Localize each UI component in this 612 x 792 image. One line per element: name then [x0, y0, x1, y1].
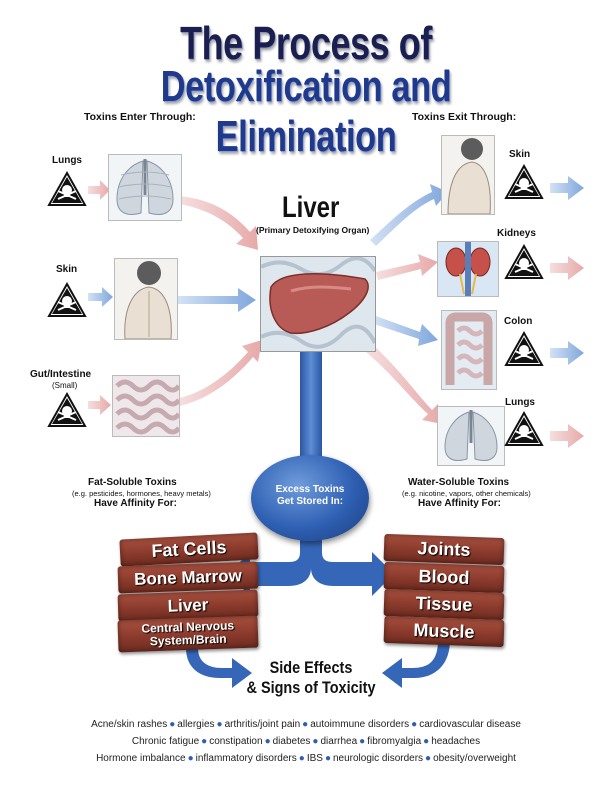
arrow-kidneys-out: [550, 256, 584, 280]
side-effects-heading: Side Effects & Signs of Toxicity: [239, 658, 384, 698]
bullet-dot-icon: ●: [264, 736, 271, 747]
bullet-dot-icon: ●: [324, 753, 331, 764]
bullet-dot-icon: ●: [201, 736, 208, 747]
colon-photo: [441, 310, 497, 390]
bullet-dot-icon: ●: [298, 753, 305, 764]
enter-skin-label: Skin: [56, 264, 78, 275]
water-soluble-affinity: Have Affinity For:: [418, 498, 501, 509]
arrow-liver-to-lungs: [366, 344, 442, 424]
brick-cns: Central Nervous System/Brain: [117, 615, 259, 653]
exit-lungs-label: Lungs: [505, 397, 535, 408]
liver-title: Liver: [282, 191, 340, 224]
arrow-skin-out: [550, 176, 584, 200]
effect-item: fibromyalgia: [367, 736, 422, 747]
storage-text: Excess Toxins Get Stored In:: [251, 484, 369, 508]
arrow-right-to-effects: [382, 640, 450, 688]
liver-subtitle: (Primary Detoxifying Organ): [256, 225, 370, 235]
split-stem: [228, 538, 394, 596]
liver-stem: [300, 348, 322, 460]
arrow-skin-in: [88, 287, 113, 307]
arrow-lungs-out: [550, 424, 584, 448]
bullet-dot-icon: ●: [187, 753, 194, 764]
effects-row-1: Acne/skin rashes●allergies●arthritis/joi…: [40, 716, 572, 733]
water-soluble-title: Water-Soluble Toxins: [408, 477, 510, 488]
bullet-dot-icon: ●: [169, 719, 176, 730]
hazard-skull-icon: [47, 392, 87, 427]
enter-lungs-label: Lungs: [52, 155, 82, 166]
hazard-skull-icon: [504, 164, 544, 199]
exit-colon-label: Colon: [504, 316, 533, 327]
bullet-dot-icon: ●: [423, 736, 430, 747]
storage-line-1: Excess Toxins: [275, 484, 345, 495]
bullet-dot-icon: ●: [359, 736, 366, 747]
effect-item: diabetes: [272, 736, 311, 747]
effect-item: headaches: [431, 736, 481, 747]
liver-photo: [260, 256, 376, 352]
water-soluble-examples: (e.g. nicotine, vapors, other chemicals): [402, 489, 531, 498]
title-line-1: The Process of: [180, 17, 432, 69]
kidneys-photo: [437, 241, 499, 297]
arrow-liver-to-skin: [370, 184, 448, 246]
side-effects-line-1: Side Effects: [269, 658, 353, 677]
lungs-photo: [437, 406, 505, 466]
arrow-colon-out: [550, 341, 584, 365]
effect-item: cardiovascular disease: [419, 719, 521, 730]
effect-item: obesity/overweight: [433, 753, 516, 764]
storage-oval: [251, 455, 369, 541]
enter-gut-label: Gut/Intestine: [30, 369, 92, 380]
fat-soluble-affinity: Have Affinity For:: [94, 498, 177, 509]
back-photo: [114, 258, 178, 340]
hazard-skull-icon: [504, 331, 544, 366]
fat-soluble-title: Fat-Soluble Toxins: [88, 477, 177, 488]
enter-header: Toxins Enter Through:: [84, 111, 196, 123]
effect-item: neurologic disorders: [332, 753, 424, 764]
arrow-left-to-effects: [186, 648, 252, 688]
exit-kidneys-label: Kidneys: [497, 228, 536, 239]
effect-item: autoimmune disorders: [310, 719, 410, 730]
effect-item: IBS: [306, 753, 323, 764]
hazard-skull-icon: [504, 244, 544, 279]
effect-item: diarrhea: [320, 736, 358, 747]
title-line-2: Detoxification and Elimination: [160, 62, 452, 161]
side-effects-line-2: & Signs of Toxicity: [246, 678, 376, 697]
effects-row-2: Chronic fatigue●constipation●diabetes●di…: [40, 733, 572, 750]
bullet-dot-icon: ●: [411, 719, 418, 730]
hazard-skull-icon: [47, 171, 87, 206]
arrow-gut-to-liver: [180, 340, 262, 406]
hazard-skull-icon: [504, 411, 544, 446]
lungs-photo: [108, 154, 182, 221]
effect-item: Acne/skin rashes: [91, 719, 168, 730]
arrow-liver-to-kidneys: [376, 254, 438, 280]
arrow-gut-in: [88, 395, 111, 415]
hazard-skull-icon: [47, 282, 87, 317]
bullet-dot-icon: ●: [312, 736, 319, 747]
storage-line-2: Get Stored In:: [276, 496, 344, 507]
effect-item: Hormone imbalance: [96, 753, 186, 764]
effect-item: Chronic fatigue: [131, 736, 200, 747]
arrow-liver-to-colon: [374, 316, 438, 346]
bullet-dot-icon: ●: [425, 753, 432, 764]
effects-row-3: Hormone imbalance●inflammatory disorders…: [40, 750, 572, 767]
bullet-dot-icon: ●: [216, 719, 223, 730]
effect-item: constipation: [209, 736, 263, 747]
arrow-skin-to-liver: [178, 288, 256, 312]
arrow-lungs-to-liver: [180, 196, 258, 250]
brick-tissue: Tissue: [383, 588, 505, 621]
exit-skin-label: Skin: [509, 149, 531, 160]
brick-blood: Blood: [383, 561, 505, 594]
enter-gut-note: (Small): [52, 381, 78, 390]
brick-joints: Joints: [383, 533, 505, 566]
arrow-lungs-in: [88, 180, 110, 200]
effect-item: arthritis/joint pain: [224, 719, 301, 730]
exit-header: Toxins Exit Through:: [412, 111, 517, 123]
brick-bone-marrow: Bone Marrow: [117, 561, 259, 594]
bullet-dot-icon: ●: [302, 719, 309, 730]
back-photo: [441, 135, 495, 215]
effect-item: inflammatory disorders: [195, 753, 297, 764]
effect-item: allergies: [177, 719, 215, 730]
brick-muscle: Muscle: [383, 615, 505, 648]
intestine-photo: [112, 375, 180, 437]
fat-soluble-examples: (e.g. pesticides, hormones, heavy metals…: [72, 489, 211, 498]
